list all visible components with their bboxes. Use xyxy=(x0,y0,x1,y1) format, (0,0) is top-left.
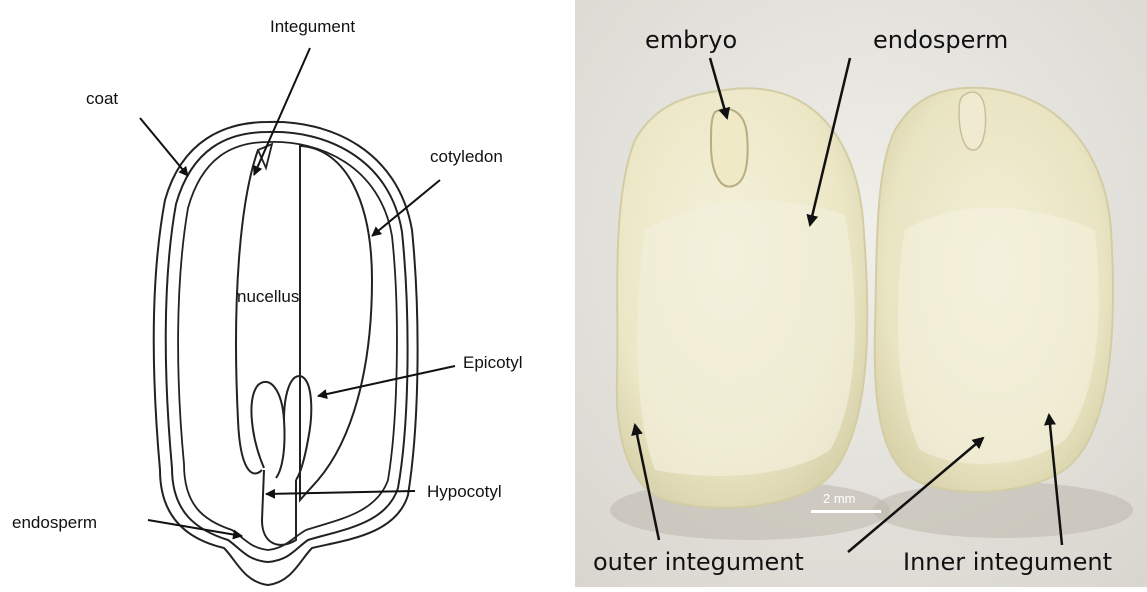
label-epicotyl: Epicotyl xyxy=(463,353,523,372)
arrow-epicotyl xyxy=(318,366,455,396)
label-endosperm-photo: endosperm xyxy=(873,26,1008,54)
seed-coat-inner xyxy=(166,132,408,562)
arrow-cotyledon xyxy=(372,180,440,236)
scale-bar-label: 2 mm xyxy=(823,491,856,506)
inner-integument-region xyxy=(898,208,1099,464)
label-coat: coat xyxy=(86,89,118,108)
label-embryo: embryo xyxy=(645,26,737,54)
scale-bar xyxy=(811,510,881,513)
epicotyl-right xyxy=(284,376,311,480)
label-cotyledon: cotyledon xyxy=(430,147,503,166)
label-integument: Integument xyxy=(270,17,355,36)
label-nucellus: nucellus xyxy=(237,287,299,306)
arrow-coat xyxy=(140,118,188,176)
embryo xyxy=(711,109,748,187)
seed-photo: 2 mm embryo endosperm outer integument I… xyxy=(575,0,1147,587)
label-outer-integument: outer integument xyxy=(593,548,804,576)
label-hypocotyl: Hypocotyl xyxy=(427,482,502,501)
cotyledon-outline xyxy=(300,146,372,500)
label-endosperm: endosperm xyxy=(12,513,97,532)
arrow-integument xyxy=(254,48,310,175)
seed-sketch-panel: Integument coat cotyledon nucellus Epico… xyxy=(0,0,560,587)
nucellus-outline xyxy=(236,150,262,473)
integument-layer xyxy=(178,142,397,550)
seed-sketch: Integument coat cotyledon nucellus Epico… xyxy=(0,0,560,587)
arrow-hypocotyl xyxy=(266,491,415,494)
hypocotyl-shaft xyxy=(262,470,296,545)
endosperm-region-left xyxy=(638,201,855,476)
epicotyl-left xyxy=(251,382,284,478)
label-inner-integument: Inner integument xyxy=(903,548,1112,576)
embryo-cavity-right xyxy=(959,92,986,150)
seed-photo-panel: 2 mm embryo endosperm outer integument I… xyxy=(575,0,1147,587)
